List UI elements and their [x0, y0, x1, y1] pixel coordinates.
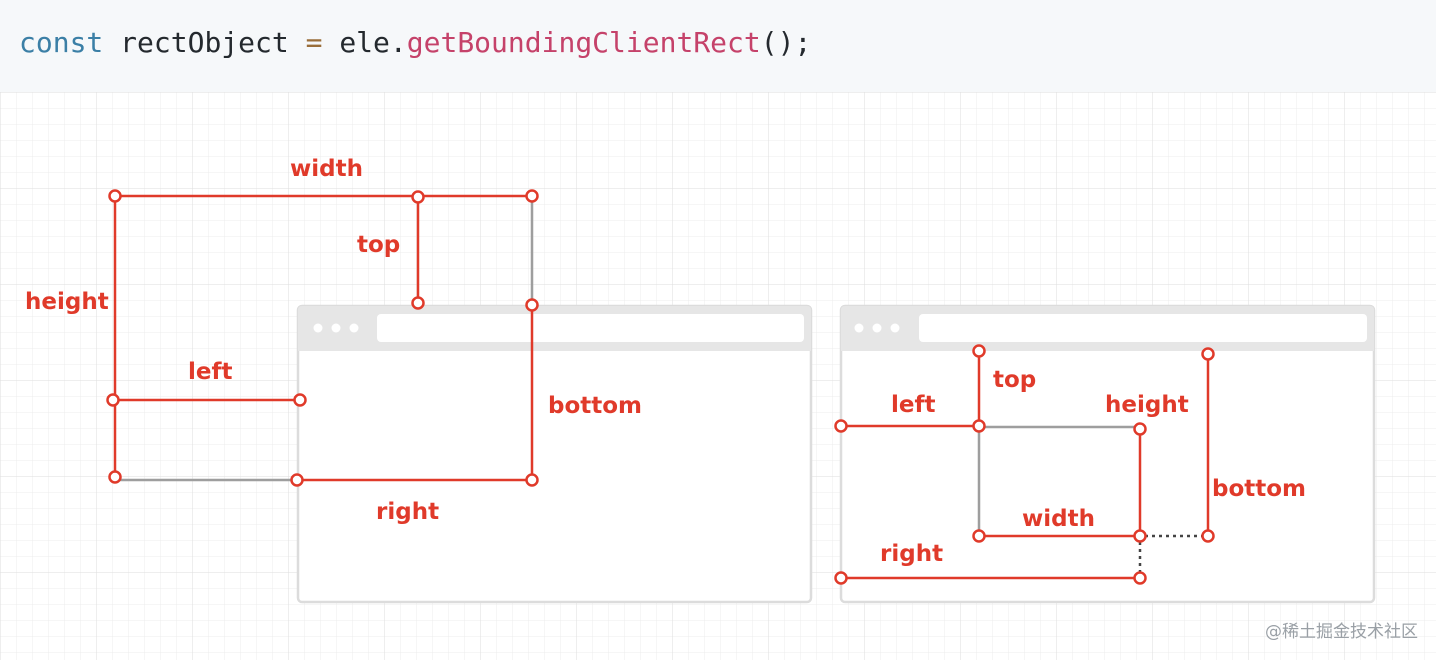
code-operator: =	[305, 26, 323, 59]
endpoint-marker	[108, 189, 122, 203]
window-dot-icon	[854, 323, 864, 333]
bounding-rect-diagram: width top height left bottom right	[0, 92, 1436, 660]
endpoint-marker	[106, 393, 120, 407]
watermark: @稀土掘金技术社区	[1265, 622, 1418, 642]
case2-label-bottom: bottom	[1212, 476, 1306, 502]
code-method: getBoundingClientRect	[406, 26, 761, 59]
case1-measurements: width top height left bottom right	[25, 156, 642, 525]
endpoint-marker	[972, 529, 986, 543]
case2-measurements: top left height bottom width right	[834, 344, 1306, 585]
browser-window-left	[296, 304, 813, 604]
code-keyword: const	[19, 26, 104, 59]
case1-label-width: width	[290, 156, 363, 182]
endpoint-marker	[525, 473, 539, 487]
code-bar: const rectObject = ele.getBoundingClient…	[0, 0, 1436, 92]
endpoint-marker	[290, 473, 304, 487]
window-dot-icon	[872, 323, 882, 333]
endpoint-marker	[1133, 571, 1147, 585]
case2-label-left: left	[891, 392, 935, 418]
case2-label-right: right	[880, 541, 943, 567]
endpoint-marker	[525, 189, 539, 203]
endpoint-marker	[411, 296, 425, 310]
endpoint-marker	[1201, 347, 1215, 361]
case1-label-right: right	[376, 499, 439, 525]
endpoint-marker	[1201, 529, 1215, 543]
code-variable: rectObject	[120, 26, 289, 59]
endpoint-marker	[834, 571, 848, 585]
endpoint-marker	[834, 419, 848, 433]
code-object: ele	[339, 26, 390, 59]
case1-label-left: left	[188, 359, 232, 385]
code-line: const rectObject = ele.getBoundingClient…	[19, 26, 811, 59]
endpoint-marker	[972, 344, 986, 358]
window-dot-icon	[349, 323, 359, 333]
case1-label-top: top	[357, 232, 400, 258]
browser-window-right	[839, 304, 1376, 604]
address-bar	[919, 314, 1367, 342]
code-dot: .	[389, 26, 407, 59]
case1-label-height: height	[25, 289, 109, 315]
window-dot-icon	[313, 323, 323, 333]
case2-label-width: width	[1022, 506, 1095, 532]
window-dot-icon	[331, 323, 341, 333]
address-bar	[377, 314, 804, 342]
endpoint-marker	[411, 190, 425, 204]
case2-label-top: top	[993, 367, 1036, 393]
code-punct: ();	[760, 26, 812, 59]
endpoint-marker	[1133, 529, 1147, 543]
case1-label-bottom: bottom	[548, 393, 642, 419]
endpoint-marker	[525, 298, 539, 312]
endpoint-marker	[108, 470, 122, 484]
case2-label-height: height	[1105, 392, 1189, 418]
window-dot-icon	[890, 323, 900, 333]
endpoint-marker	[1133, 422, 1147, 436]
endpoint-marker	[972, 419, 986, 433]
endpoint-marker	[293, 393, 307, 407]
